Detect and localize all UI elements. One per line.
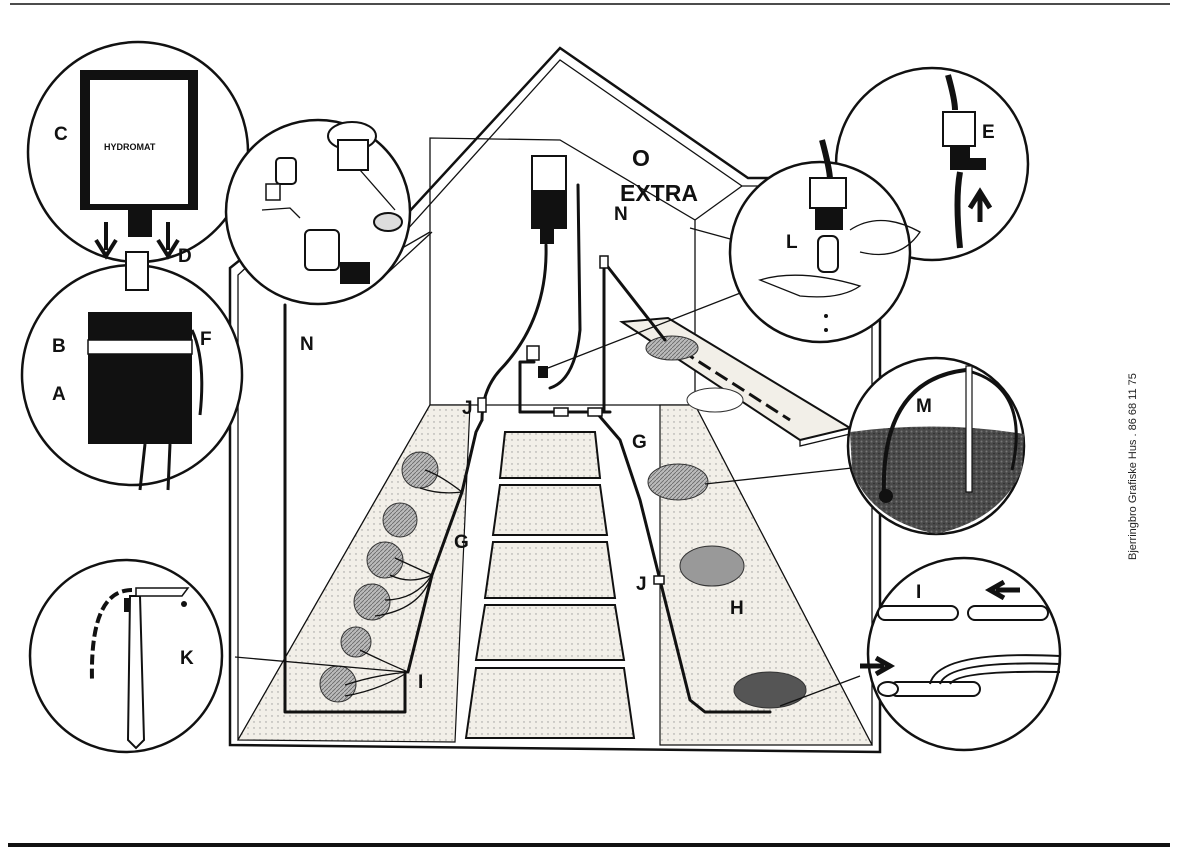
label-n-left: N <box>300 334 314 355</box>
main-labels: N N O EXTRA J G G J H I <box>300 145 744 693</box>
label-m: M <box>916 396 932 417</box>
label-j-right: J <box>636 574 647 595</box>
plants-right-bed <box>645 335 807 709</box>
side-credit: Bjerringbro Grafiske Hus . 86 68 11 75 <box>1127 373 1139 560</box>
detail-hands-l: L <box>728 139 921 344</box>
label-e: E <box>982 122 995 143</box>
detail-tubes-i: I <box>860 556 1062 752</box>
label-l: L <box>786 232 798 253</box>
label-d: D <box>178 246 192 267</box>
label-k: K <box>180 648 194 669</box>
bottom-rule <box>8 843 1170 847</box>
center-tank <box>526 155 567 378</box>
detail-tank-c: HYDROMAT C D <box>26 40 250 267</box>
label-f: F <box>200 329 212 350</box>
detail-soil-m: M <box>846 356 1026 536</box>
label-o: O <box>632 145 650 171</box>
label-a: A <box>52 384 66 405</box>
detail-tank-ab: B A F <box>20 251 244 491</box>
detail-dripper-k: K <box>28 558 224 754</box>
plants-left-bed <box>319 451 439 703</box>
label-i-left: I <box>418 672 423 693</box>
label-i-detail: I <box>916 582 921 603</box>
label-h: H <box>730 598 744 619</box>
label-n-right: N <box>614 204 628 225</box>
tank-brand: HYDROMAT <box>104 142 156 152</box>
label-c: C <box>54 124 68 145</box>
garden-path <box>464 431 636 739</box>
detail-fittings <box>224 118 412 306</box>
label-extra: EXTRA <box>620 180 698 206</box>
label-j-left: J <box>462 398 473 419</box>
label-b: B <box>52 336 66 357</box>
label-g-left: G <box>454 532 469 553</box>
label-g-right: G <box>632 432 647 453</box>
connectors <box>477 255 665 585</box>
